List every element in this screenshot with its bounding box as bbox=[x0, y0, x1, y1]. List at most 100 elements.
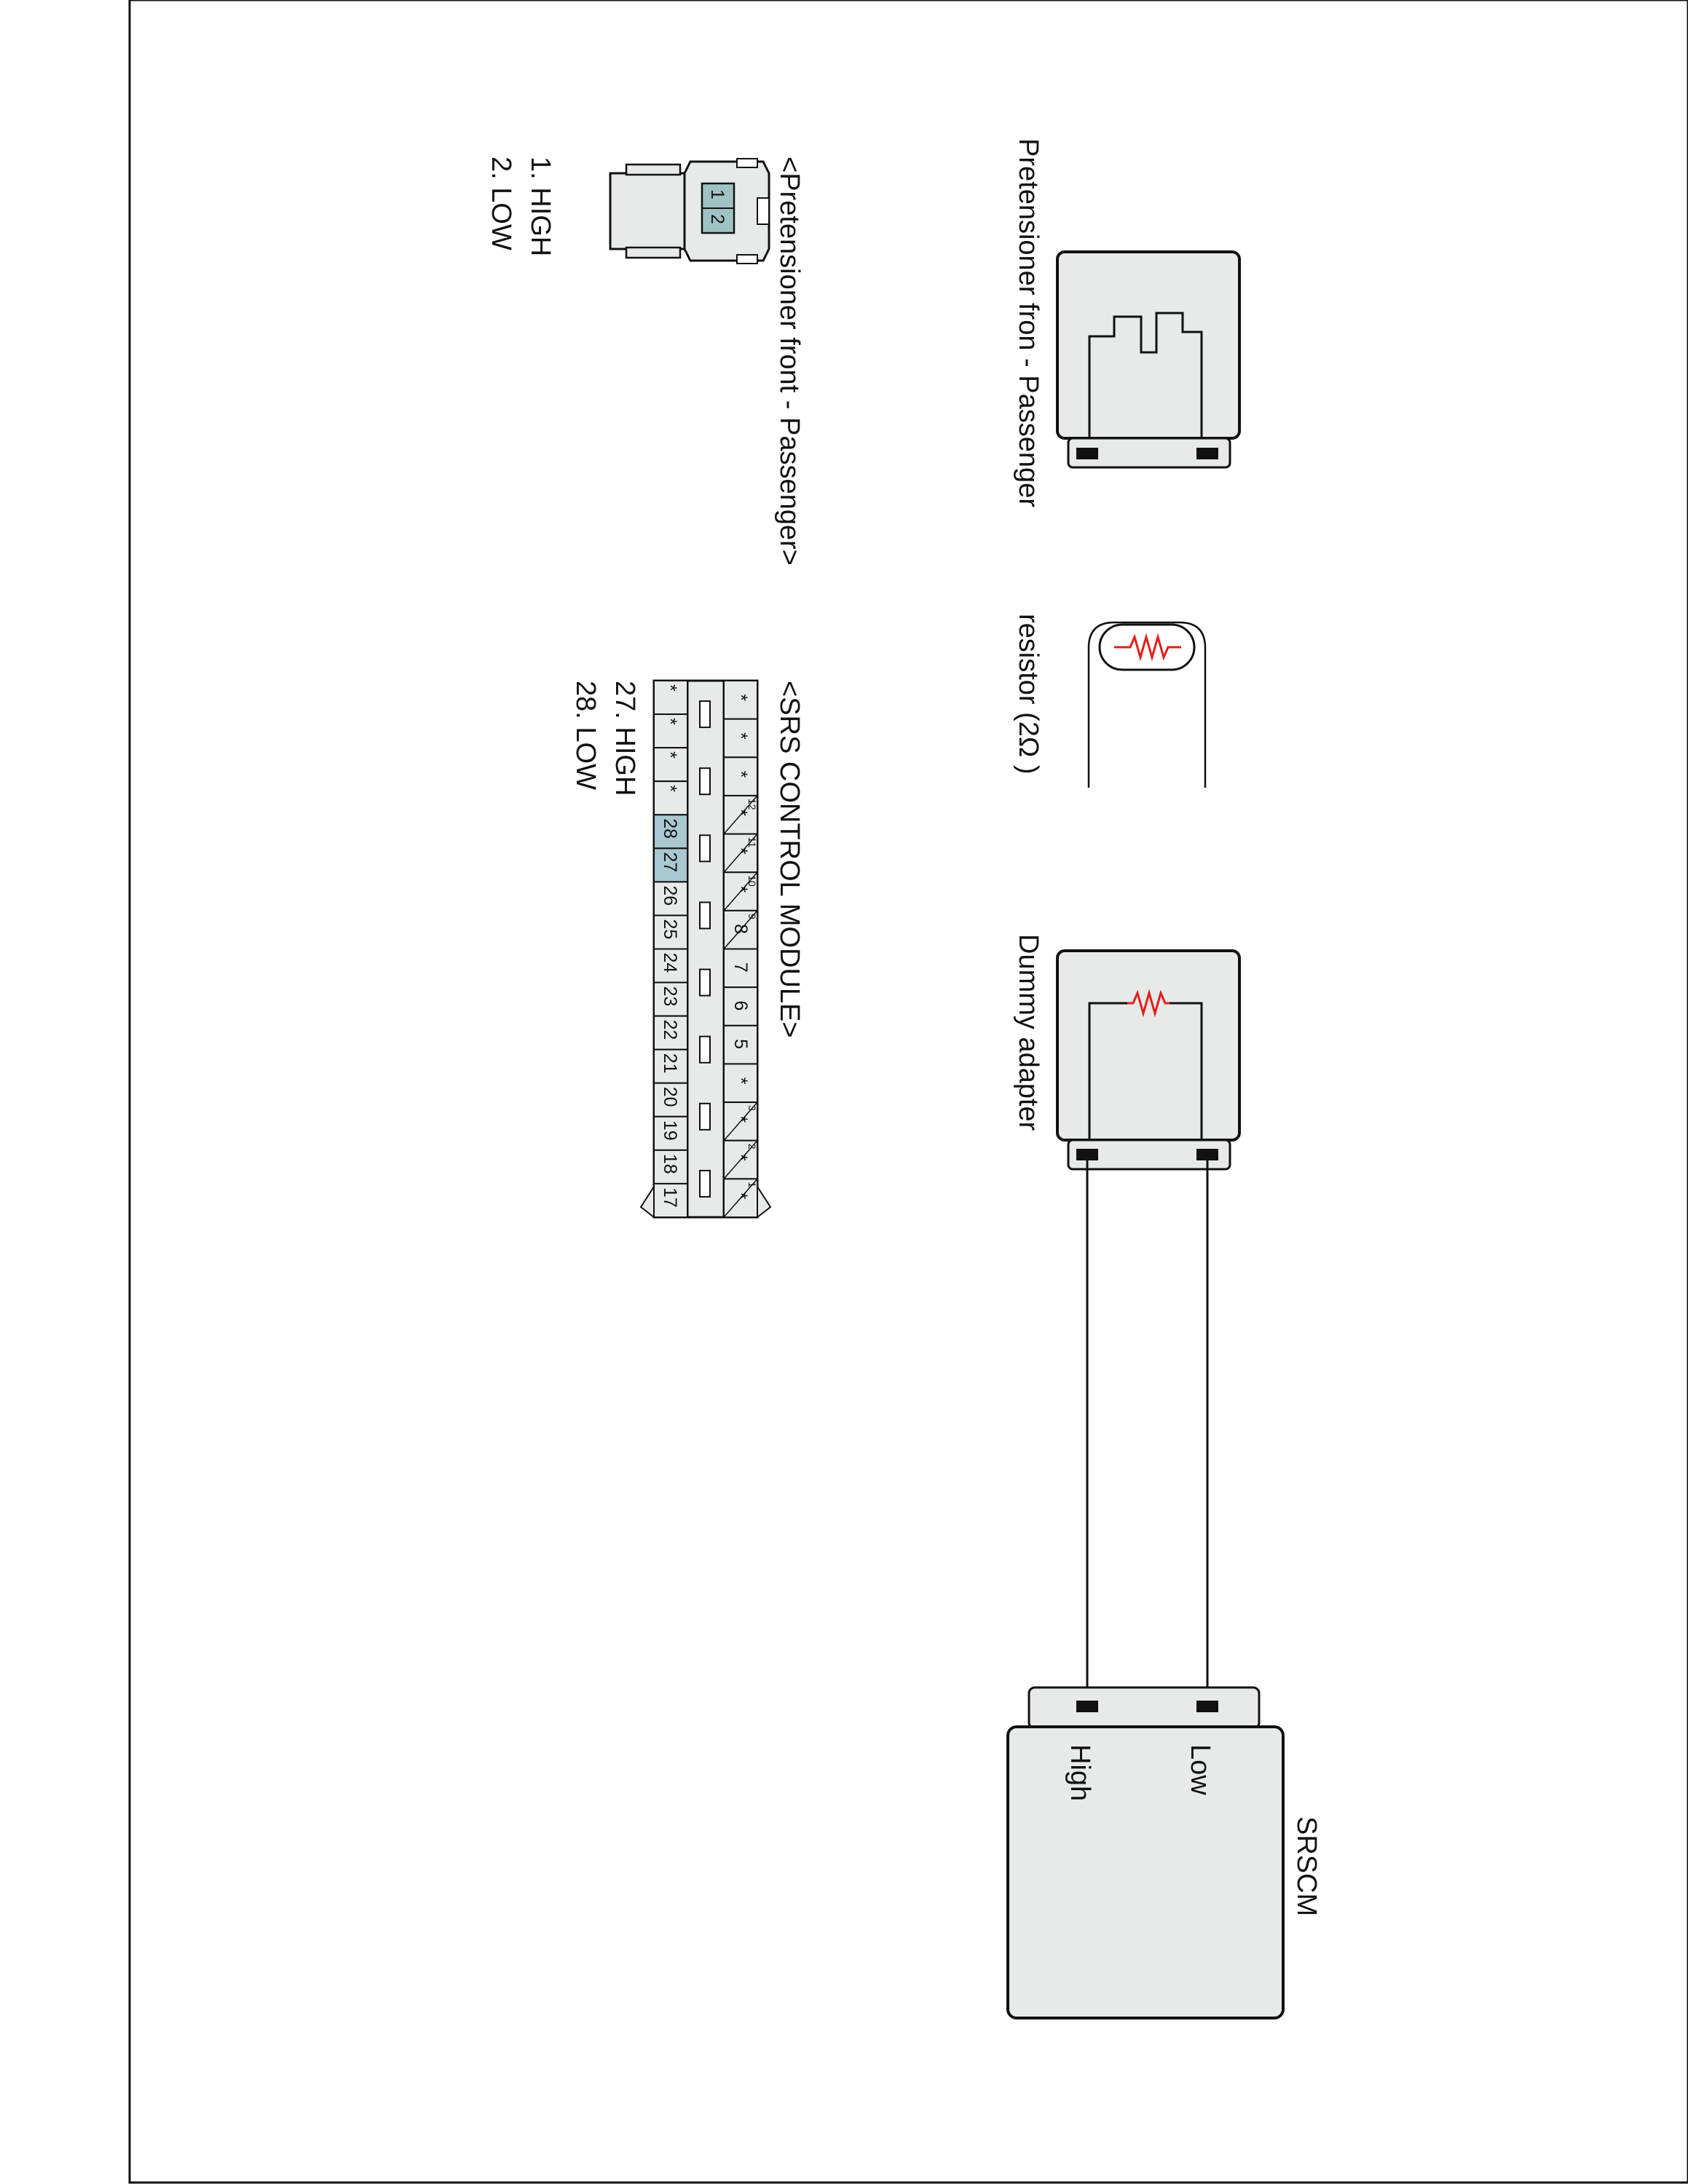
pretensioner-connector-digit-2: 2 bbox=[707, 214, 727, 224]
connector-bottom-label: 22 bbox=[660, 1020, 680, 1040]
resistor-component bbox=[1087, 621, 1207, 788]
terminal-icon bbox=[1076, 448, 1098, 459]
srs-module-title: <SRS CONTROL MODULE> bbox=[774, 681, 805, 1038]
connector-slot bbox=[699, 1102, 711, 1131]
connector-top-label: * bbox=[730, 847, 751, 855]
terminal-icon bbox=[1076, 1701, 1098, 1712]
connector-small-number: 1 bbox=[746, 1182, 758, 1187]
srscm-high-label: High bbox=[1065, 1744, 1095, 1801]
connector-top-label: * bbox=[730, 886, 751, 893]
connector-top-label: * bbox=[730, 732, 751, 740]
connector-top-label: * bbox=[730, 1154, 751, 1161]
connector-icon bbox=[609, 158, 770, 264]
connector-bottom-label: * bbox=[660, 718, 680, 725]
connector-bottom-label: 21 bbox=[660, 1053, 680, 1074]
connector-slot bbox=[699, 834, 711, 863]
connector-bottom-label: 19 bbox=[660, 1120, 680, 1141]
connector-top-label: * bbox=[730, 809, 751, 816]
connector-cell-divider bbox=[723, 871, 758, 911]
page-border bbox=[128, 0, 1688, 2184]
connector-top-label: 7 bbox=[730, 962, 751, 973]
connector-bottom-label: 18 bbox=[660, 1154, 680, 1174]
connector-bottom-label: 23 bbox=[660, 986, 680, 1007]
connector-small-number: 12 bbox=[746, 799, 758, 810]
connector-bottom-label: * bbox=[660, 684, 680, 692]
connector-bottom-cell bbox=[653, 713, 688, 749]
connector-cell-divider bbox=[723, 834, 758, 873]
pretensioner-symbol bbox=[1088, 312, 1203, 438]
pretensioner-connector-digit-1: 1 bbox=[707, 189, 727, 199]
connector-bottom-cell bbox=[653, 1149, 688, 1184]
pretensioner-component bbox=[1056, 250, 1241, 469]
connector-cell-divider bbox=[723, 1101, 758, 1142]
connector-bottom-label: * bbox=[660, 751, 680, 759]
connector-top-cell bbox=[723, 1063, 758, 1104]
connector-highlighted-cell bbox=[653, 814, 688, 850]
connector-top-label: * bbox=[730, 694, 751, 701]
connector-bottom-label: 17 bbox=[660, 1187, 680, 1208]
connector-bottom-cell bbox=[653, 1082, 688, 1117]
connector-top-label: 6 bbox=[730, 1000, 751, 1010]
connector-bottom-label: 24 bbox=[660, 953, 680, 973]
pretensioner-component-label: Pretensioner fron - Passenger bbox=[1013, 138, 1044, 507]
connector-bottom-cell bbox=[653, 1182, 688, 1218]
srscm-low-label: Low bbox=[1185, 1744, 1215, 1795]
connector-top-cell bbox=[723, 1024, 758, 1065]
connector-top-label: * bbox=[730, 1077, 751, 1085]
srscm-module bbox=[1006, 1686, 1285, 2019]
connector-slot bbox=[699, 700, 711, 729]
connector-top-label: * bbox=[730, 771, 751, 778]
connector-cell-divider bbox=[723, 1178, 758, 1218]
connector-top-cell bbox=[723, 986, 758, 1026]
terminal-icon bbox=[1196, 1701, 1218, 1712]
connector-small-number: 2 bbox=[746, 1144, 758, 1150]
resistor-label: resistor (2Ω ) bbox=[1013, 614, 1044, 775]
connector-cell-divider bbox=[723, 910, 758, 949]
connector-bottom-cell bbox=[653, 881, 688, 917]
connector-top-label: 5 bbox=[730, 1039, 751, 1049]
connector-top-cell bbox=[723, 718, 758, 759]
connector-top-cell bbox=[723, 680, 758, 720]
connector-slot bbox=[699, 968, 711, 997]
srs-pin-27: 27. HIGH bbox=[610, 681, 640, 796]
dummy-adapter-component bbox=[1056, 949, 1241, 1171]
connector-slot bbox=[699, 1169, 711, 1198]
connector-cell-divider bbox=[723, 1140, 758, 1179]
connector-slot bbox=[699, 1035, 711, 1064]
terminal-icon bbox=[1196, 1149, 1218, 1160]
connector-small-number: 11 bbox=[746, 837, 758, 848]
connector-cell-divider bbox=[723, 795, 758, 835]
connector-top-label: 8 bbox=[730, 924, 751, 934]
connector-bottom-label: 20 bbox=[660, 1087, 680, 1107]
connector-bottom-cell bbox=[653, 914, 688, 950]
resistor-icon bbox=[1127, 989, 1170, 1018]
connector-bottom-label: 27 bbox=[660, 852, 680, 872]
connector-bottom-cell bbox=[653, 747, 688, 783]
connector-top-cell bbox=[723, 756, 758, 796]
connector-bottom-cell bbox=[653, 1115, 688, 1151]
resistor-icon bbox=[1114, 633, 1181, 662]
connector-top-label: * bbox=[730, 1115, 751, 1123]
terminal-icon bbox=[1076, 1149, 1098, 1160]
connector-bottom-label: 25 bbox=[660, 919, 680, 939]
connector-bottom-label: * bbox=[660, 785, 680, 792]
connector-top-label: * bbox=[730, 1192, 751, 1200]
connector-bottom-label: 26 bbox=[660, 885, 680, 906]
pretensioner-pin-2: 2. LOW bbox=[486, 157, 516, 250]
connector-highlighted-cell bbox=[653, 847, 688, 883]
connector-small-number: 9 bbox=[746, 914, 758, 919]
pretensioner-pin-1: 1. HIGH bbox=[525, 157, 556, 256]
connector-small-number: 10 bbox=[746, 875, 758, 887]
dummy-adapter-label: Dummy adapter bbox=[1013, 934, 1044, 1131]
connector-slots bbox=[699, 700, 711, 1198]
srs-pin-28: 28. LOW bbox=[570, 681, 601, 790]
connector-slot bbox=[699, 767, 711, 796]
srscm-label: SRSCM bbox=[1291, 1816, 1322, 1916]
connector-small-number: 3 bbox=[746, 1105, 758, 1111]
terminal-icon bbox=[1196, 448, 1218, 459]
pretensioner-connector-title: <Pretensioner front - Passenger> bbox=[774, 157, 805, 566]
